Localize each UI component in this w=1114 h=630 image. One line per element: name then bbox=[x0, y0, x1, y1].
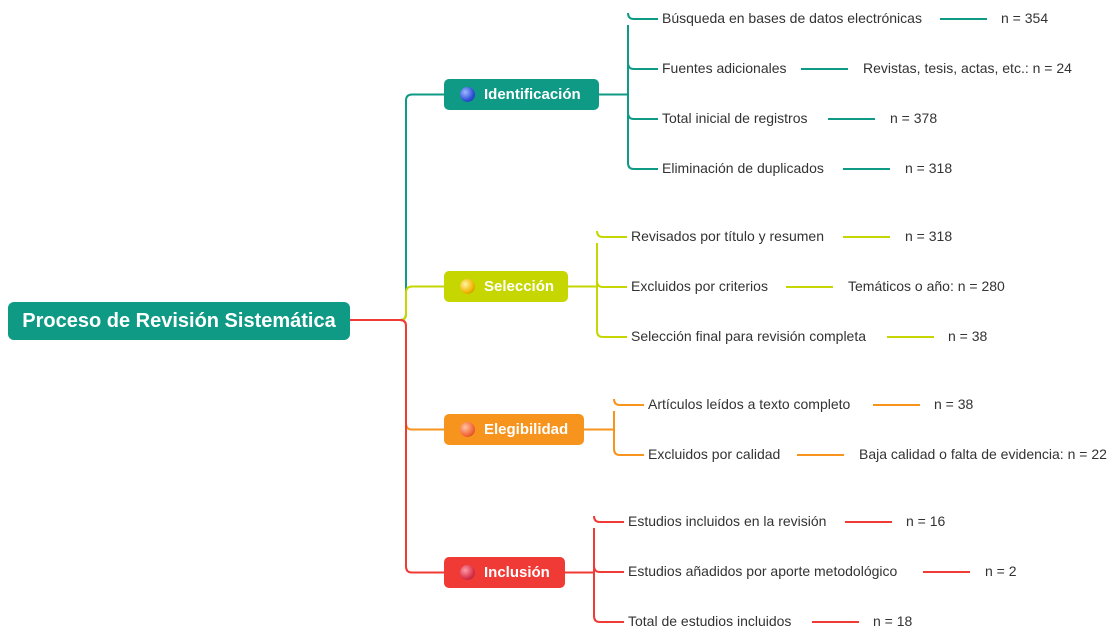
item-connector bbox=[613, 448, 644, 456]
item-value[interactable]: n = 38 bbox=[934, 396, 974, 412]
stage-label: Elegibilidad bbox=[484, 421, 569, 438]
stage-node-2[interactable]: Elegibilidad bbox=[444, 414, 584, 445]
item-label[interactable]: Artículos leídos a texto completo bbox=[648, 396, 851, 412]
root-label: Proceso de Revisión Sistemática bbox=[22, 309, 336, 332]
item-value[interactable]: n = 2 bbox=[985, 563, 1017, 579]
item-label[interactable]: Eliminación de duplicados bbox=[662, 160, 824, 176]
item-connector bbox=[596, 330, 627, 338]
bullet-icon bbox=[460, 87, 475, 102]
item-connector bbox=[627, 12, 658, 20]
item-connector bbox=[596, 280, 627, 288]
item-label[interactable]: Excluidos por criterios bbox=[631, 278, 768, 294]
stage-label: Selección bbox=[484, 278, 555, 295]
item-label[interactable]: Búsqueda en bases de datos electrónicas bbox=[662, 10, 922, 26]
item-label[interactable]: Total inicial de registros bbox=[662, 110, 808, 126]
stage-node-1[interactable]: Selección bbox=[444, 271, 568, 302]
item-value[interactable]: n = 38 bbox=[948, 328, 988, 344]
item-label[interactable]: Estudios añadidos por aporte metodológic… bbox=[628, 563, 898, 579]
item-value[interactable]: n = 318 bbox=[905, 228, 953, 244]
item-connector bbox=[627, 162, 658, 170]
stage-label: Inclusión bbox=[484, 564, 550, 581]
item-connector bbox=[627, 112, 658, 120]
item-value[interactable]: Baja calidad o falta de evidencia: n = 2… bbox=[859, 446, 1107, 462]
item-value[interactable]: n = 18 bbox=[873, 613, 913, 629]
item-value[interactable]: n = 354 bbox=[1001, 10, 1049, 26]
item-value[interactable]: n = 318 bbox=[905, 160, 953, 176]
root-connector-3 bbox=[350, 319, 444, 574]
item-connector bbox=[596, 230, 627, 238]
item-connector bbox=[593, 615, 624, 623]
item-connector bbox=[593, 565, 624, 573]
stage-label: Identificación bbox=[484, 86, 581, 103]
bullet-icon bbox=[460, 565, 475, 580]
bullet-icon bbox=[460, 279, 475, 294]
bullet-icon bbox=[460, 422, 475, 437]
item-connector bbox=[627, 62, 658, 70]
item-label[interactable]: Revisados por título y resumen bbox=[631, 228, 824, 244]
stage-node-3[interactable]: Inclusión bbox=[444, 557, 565, 588]
item-connector bbox=[593, 515, 624, 523]
item-label[interactable]: Total de estudios incluidos bbox=[628, 613, 792, 629]
item-value[interactable]: Temáticos o año: n = 280 bbox=[848, 278, 1005, 294]
item-label[interactable]: Estudios incluidos en la revisión bbox=[628, 513, 827, 529]
item-label[interactable]: Fuentes adicionales bbox=[662, 60, 787, 76]
item-connector bbox=[613, 398, 644, 406]
item-label[interactable]: Excluidos por calidad bbox=[648, 446, 781, 462]
item-value[interactable]: Revistas, tesis, actas, etc.: n = 24 bbox=[863, 60, 1072, 76]
item-label[interactable]: Selección final para revisión completa bbox=[631, 328, 867, 344]
item-value[interactable]: n = 16 bbox=[906, 513, 946, 529]
item-value[interactable]: n = 378 bbox=[890, 110, 938, 126]
root-node[interactable]: Proceso de Revisión Sistemática bbox=[8, 302, 350, 340]
stage-node-0[interactable]: Identificación bbox=[444, 79, 599, 110]
